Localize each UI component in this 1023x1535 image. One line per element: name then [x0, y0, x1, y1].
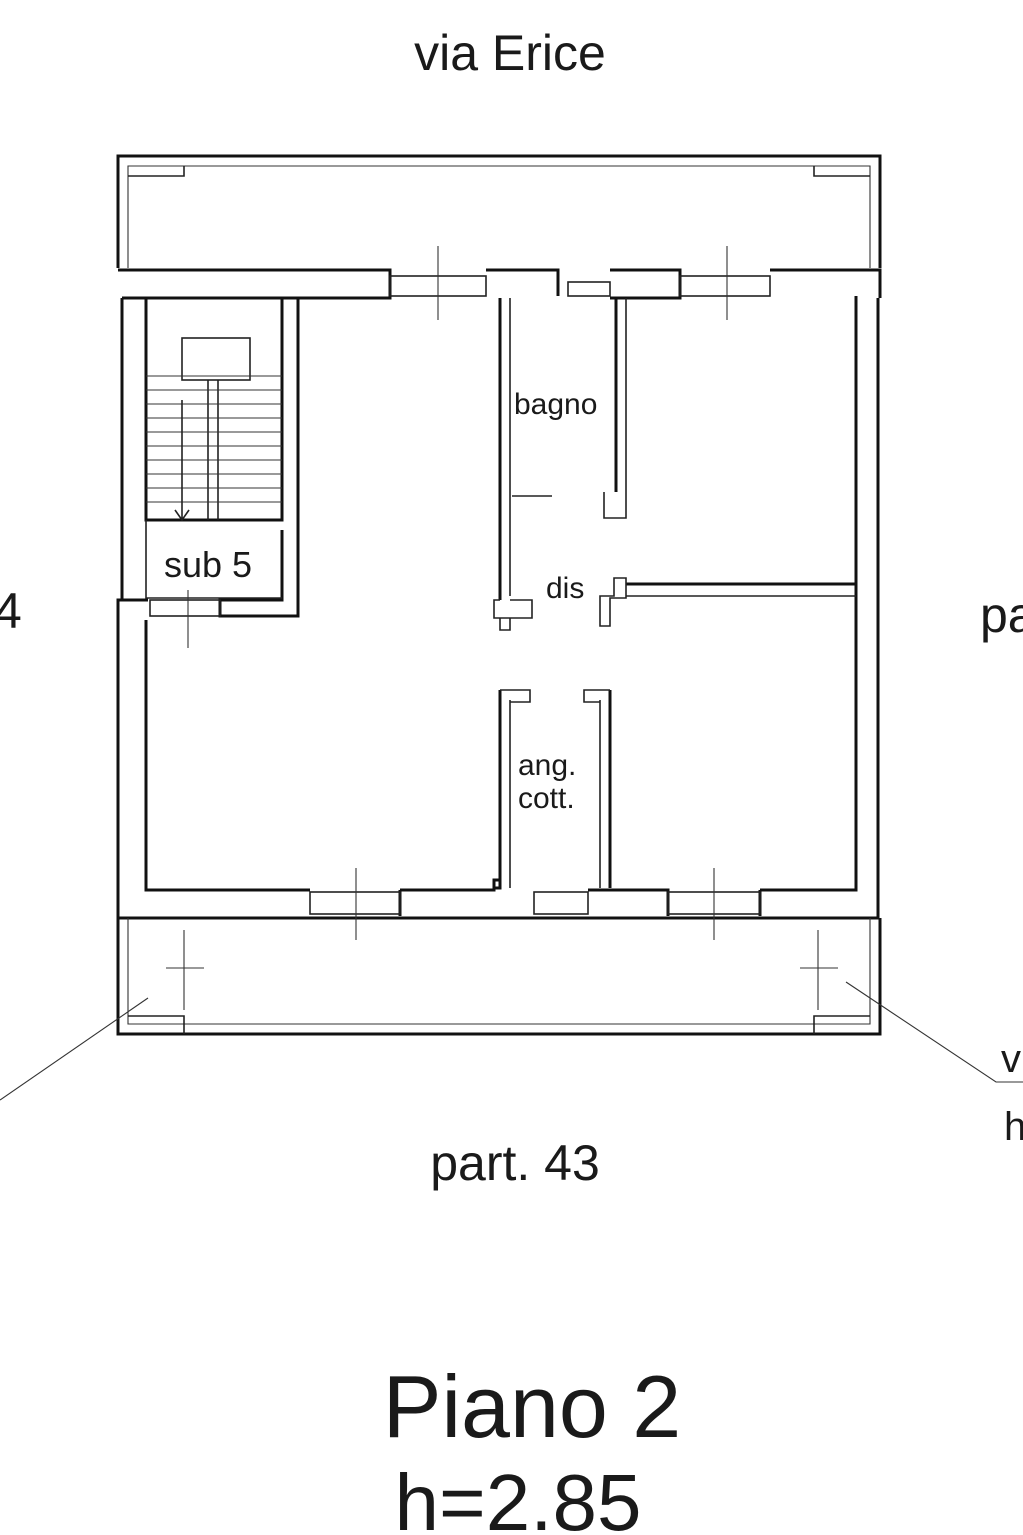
outer-walls — [116, 296, 880, 920]
leader-line-right — [845, 981, 1023, 1083]
floor-height: h=2.85 — [395, 1458, 642, 1535]
stair-arrow-icon — [174, 400, 190, 522]
room-label-hallway: dis — [546, 572, 584, 605]
room-label-kitchenette-1: ang. — [518, 749, 576, 782]
bottom-balcony — [116, 918, 882, 1036]
bottom-right-h-label: h — [1004, 1105, 1023, 1149]
right-edge-label: pa — [980, 587, 1023, 643]
bottom-right-v-label: v — [1001, 1037, 1021, 1081]
leader-line-left — [0, 997, 149, 1101]
left-edge-label: 4 — [0, 583, 22, 639]
lower-wall — [309, 868, 762, 940]
stair-core: sub 5 — [144, 296, 300, 648]
stair-treads — [146, 375, 282, 503]
room-label-sub5: sub 5 — [164, 544, 252, 585]
top-balcony — [116, 154, 882, 268]
interior-walls — [493, 298, 856, 890]
street-label: via Erice — [414, 25, 606, 81]
room-label-kitchenette-2: cott. — [518, 782, 575, 815]
upper-wall — [118, 246, 882, 320]
floor-title: Piano 2 — [383, 1357, 681, 1456]
parcel-label: part. 43 — [430, 1135, 600, 1191]
room-label-bathroom: bagno — [514, 388, 597, 421]
